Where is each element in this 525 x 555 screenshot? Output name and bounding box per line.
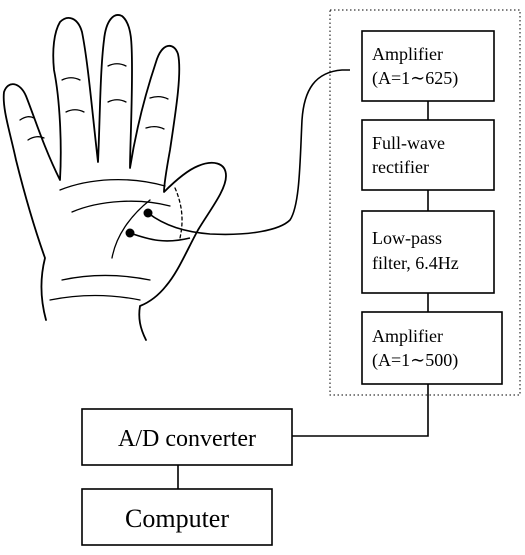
finger-crease (19, 116, 35, 121)
finger-crease (65, 109, 85, 113)
amplifier-1-block: Amplifier (A=1∼625) (361, 30, 495, 102)
electrode-lead (147, 69, 350, 236)
low-pass-filter-block: Low-pass filter, 6.4Hz (361, 210, 495, 294)
ad-converter-block: A/D converter (81, 408, 293, 466)
rectifier-title: Full-wave (372, 133, 445, 153)
finger-crease (61, 77, 81, 81)
amplifier-2-gain: (A=1∼500) (372, 350, 458, 371)
wrist-line (49, 294, 141, 301)
signal-conditioning-enclosure (329, 9, 521, 396)
finger-crease (107, 63, 127, 67)
finger-crease (107, 99, 127, 103)
amplifier-2-title: Amplifier (372, 326, 443, 346)
computer-block: Computer (81, 488, 273, 546)
connector-amp-to-adc (292, 384, 429, 437)
finger-crease (149, 95, 169, 100)
palm-line (174, 187, 183, 239)
palm-line (111, 199, 151, 259)
rectifier-block: Full-wave rectifier (361, 119, 495, 191)
low-pass-title: Low-pass (372, 228, 442, 248)
amplifier-2-block: Amplifier (A=1∼500) (361, 311, 503, 385)
ad-converter-label: A/D converter (118, 426, 256, 452)
rectifier-subtitle: rectifier (372, 157, 429, 177)
palm-line (71, 200, 171, 213)
low-pass-cutoff: filter, 6.4Hz (372, 253, 459, 273)
computer-label: Computer (125, 504, 229, 533)
electrode-lead (129, 232, 191, 242)
amplifier-1-title: Amplifier (372, 44, 443, 64)
finger-crease (27, 136, 45, 141)
wrist-line (61, 274, 151, 281)
amplifier-1-gain: (A=1∼625) (372, 68, 458, 89)
finger-crease (145, 125, 165, 130)
palm-line (59, 178, 166, 191)
hand-illustration (2, 14, 227, 341)
hand-outline (2, 14, 227, 341)
